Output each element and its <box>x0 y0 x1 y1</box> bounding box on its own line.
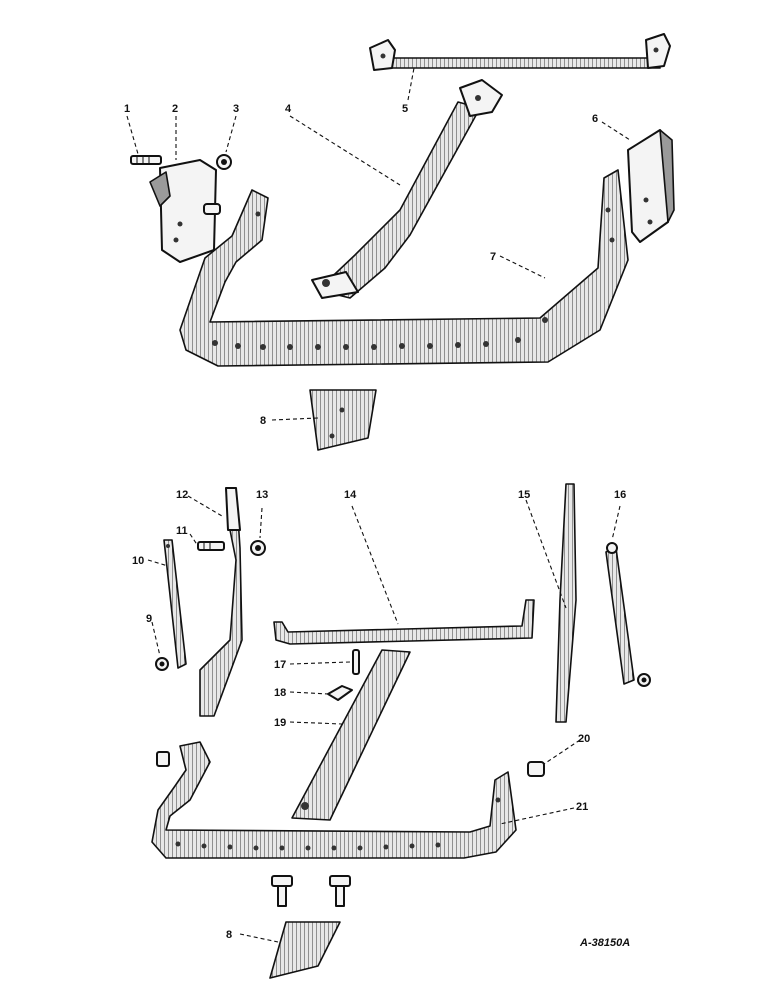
part-13-nut <box>250 540 266 556</box>
part-14-drawbar-support <box>273 599 535 645</box>
callout-labels: 1 2 3 4 5 6 7 8 12 13 14 15 16 11 10 9 1… <box>124 103 630 949</box>
callout-17: 17 <box>274 659 286 671</box>
callout-12: 12 <box>176 489 188 501</box>
callout-6: 6 <box>592 113 598 125</box>
part-10-bar-link <box>163 539 187 669</box>
callout-11: 11 <box>176 525 188 537</box>
callout-3: 3 <box>233 103 239 115</box>
callout-4: 4 <box>285 103 292 115</box>
nut-left-lower <box>156 751 170 767</box>
part-4-drawbar <box>311 79 503 299</box>
callout-18: 18 <box>274 687 286 699</box>
leader-lines <box>126 67 631 943</box>
part-11-bolt <box>197 541 225 551</box>
part-12-offset-link <box>199 487 243 717</box>
drawing-code: A-38150A <box>579 937 630 949</box>
callout-14: 14 <box>344 489 357 501</box>
part-8-wedge-plate-top <box>309 389 377 451</box>
nut-right-lower <box>637 673 651 687</box>
callout-9: 9 <box>146 613 152 625</box>
part-3-nut <box>216 154 232 170</box>
callout-8-top: 8 <box>260 415 266 427</box>
part-15-bar <box>555 483 577 723</box>
part-2-left-plate <box>149 159 221 263</box>
part-5-cross-bar <box>369 33 671 71</box>
callout-8-bottom: 8 <box>226 929 232 941</box>
part-7-drawbar-frame <box>179 169 629 367</box>
callout-20: 20 <box>578 733 590 745</box>
callout-13: 13 <box>256 489 268 501</box>
bolt-right-lower <box>329 875 351 907</box>
callout-2: 2 <box>172 103 178 115</box>
callout-16: 16 <box>614 489 626 501</box>
callout-10: 10 <box>132 555 144 567</box>
part-9-nut <box>155 657 169 671</box>
part-6-right-plate <box>627 129 675 243</box>
part-16-bar <box>605 542 635 685</box>
part-1-bolt <box>130 155 162 165</box>
callout-7: 7 <box>490 251 496 263</box>
callout-5: 5 <box>402 103 408 115</box>
lower-frame-holes <box>175 797 501 851</box>
frame-holes <box>212 207 615 350</box>
part-18-cotter <box>327 685 353 701</box>
part-8-wedge-plate-bottom <box>269 921 341 979</box>
callout-21: 21 <box>576 801 588 813</box>
part-19-drawbar <box>291 649 411 821</box>
bolt-left-lower <box>271 875 293 907</box>
part-21-lower-frame <box>151 741 517 859</box>
part-17-pin <box>352 649 360 675</box>
part-20-nut <box>527 761 545 777</box>
callout-1: 1 <box>124 103 130 115</box>
callout-15: 15 <box>518 489 530 501</box>
callout-19: 19 <box>274 717 286 729</box>
